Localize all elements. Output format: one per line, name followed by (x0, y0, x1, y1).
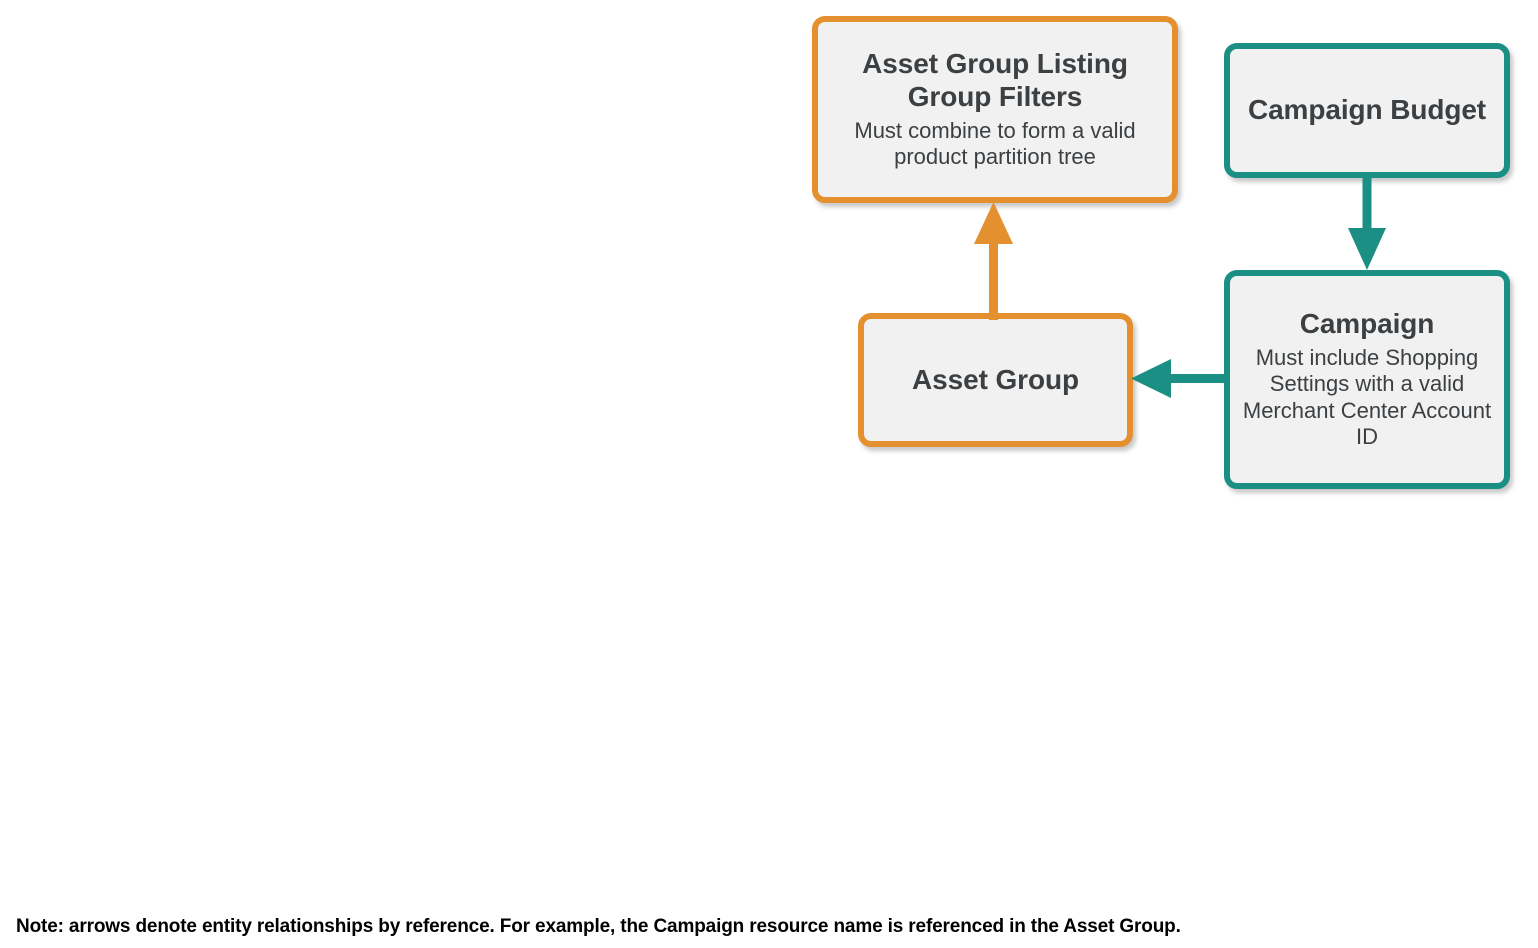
node-subtitle: Must include Shopping Settings with a va… (1242, 345, 1492, 450)
node-title: Campaign Budget (1247, 94, 1487, 126)
node-title: Asset Group (912, 363, 1079, 395)
arrow-campaign-to-asset-group (1131, 359, 1229, 398)
node-subtitle: Must combine to form a valid product par… (854, 117, 1136, 170)
arrow-campaign-budget-to-campaign (1348, 172, 1386, 270)
node-title: Campaign (1299, 308, 1435, 340)
node-asset-group-listing-group-filters[interactable]: Asset Group Listing Group Filters Must c… (812, 16, 1178, 203)
arrow-asset-group-to-listing-group-filters (974, 202, 1013, 320)
footnote-text: Note: arrows denote entity relationships… (16, 916, 1181, 937)
node-campaign[interactable]: Campaign Must include Shopping Settings … (1224, 270, 1510, 489)
node-asset-group[interactable]: Asset Group (858, 313, 1133, 447)
node-campaign-budget[interactable]: Campaign Budget (1224, 43, 1510, 178)
node-title: Asset Group Listing Group Filters (862, 48, 1128, 113)
